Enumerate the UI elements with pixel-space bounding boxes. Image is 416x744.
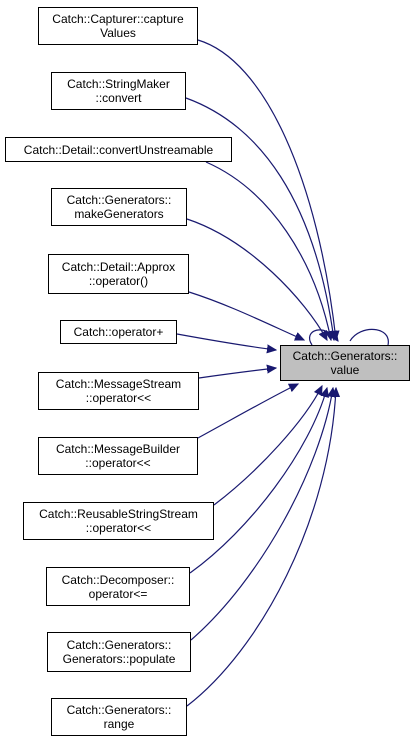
call-edge-0 xyxy=(197,39,336,340)
call-edge-2 xyxy=(205,161,331,340)
node-label-line-2: value xyxy=(330,363,360,377)
call-edge-6 xyxy=(198,368,276,379)
node-label-line-1: Catch::MessageBuilder xyxy=(55,442,181,456)
node-label-line-1: Catch::Detail::convertUnstreamable xyxy=(23,142,214,157)
node-label-line-2: ::operator<< xyxy=(85,521,152,535)
call-edge-7 xyxy=(197,383,298,439)
node-label-line-1: Catch::Generators:: xyxy=(66,638,172,652)
node-detail-approx-operator-call[interactable]: Catch::Detail::Approx ::operator() xyxy=(48,254,189,294)
node-label-line-1: Catch::Capturer::capture xyxy=(52,12,184,26)
node-messagestream-operator-shift[interactable]: Catch::MessageStream ::operator<< xyxy=(38,372,199,410)
node-label-line-2: ::convert xyxy=(95,91,142,105)
node-messagebuilder-operator-shift[interactable]: Catch::MessageBuilder ::operator<< xyxy=(38,437,198,475)
node-label-line-2: ::operator() xyxy=(88,274,149,288)
node-label-line-1: Catch::Decomposer:: xyxy=(61,572,175,587)
node-label-line-2: ::operator<< xyxy=(85,456,151,470)
node-label-line-2: range xyxy=(103,717,135,731)
node-capturer-capture-values[interactable]: Catch::Capturer::capture Values xyxy=(38,7,198,45)
node-generators-populate[interactable]: Catch::Generators:: Generators::populate xyxy=(47,632,191,672)
node-label-line-2: Generators::populate xyxy=(62,652,176,666)
call-edge-9 xyxy=(189,388,327,574)
self-loop-edge-left xyxy=(309,329,338,346)
node-label-line-1: Catch::Generators:: xyxy=(66,193,172,207)
node-decomposer-operator-le[interactable]: Catch::Decomposer:: operator<= xyxy=(46,567,190,606)
node-label-line-2: Values xyxy=(100,26,136,40)
call-edge-1 xyxy=(185,97,334,340)
node-generators-range[interactable]: Catch::Generators:: range xyxy=(51,698,187,736)
call-edge-11 xyxy=(186,388,336,707)
node-label-line-2: ::operator<< xyxy=(85,391,152,405)
node-stringmaker-convert[interactable]: Catch::StringMaker ::convert xyxy=(51,72,186,110)
node-label-line-2: makeGenerators xyxy=(74,207,164,221)
call-edge-4 xyxy=(188,291,304,341)
self-loop-edge-right xyxy=(349,328,389,346)
node-detail-convert-unstreamable[interactable]: Catch::Detail::convertUnstreamable xyxy=(5,137,232,162)
node-label-line-1: Catch::operator+ xyxy=(73,325,164,339)
node-operator-plus[interactable]: Catch::operator+ xyxy=(60,320,177,344)
call-edge-3 xyxy=(186,218,327,340)
node-label-line-1: Catch::Generators:: xyxy=(292,349,398,363)
node-generators-value[interactable]: Catch::Generators:: value xyxy=(280,345,410,381)
node-label-line-1: Catch::MessageStream xyxy=(55,377,182,391)
node-label-line-1: Catch::Detail::Approx xyxy=(61,260,176,274)
node-label-line-1: Catch::StringMaker xyxy=(67,77,170,91)
call-edge-5 xyxy=(176,333,276,350)
call-edge-10 xyxy=(190,388,333,641)
node-generators-make-generators[interactable]: Catch::Generators:: makeGenerators xyxy=(51,188,187,226)
node-label-line-1: Catch::ReusableStringStream xyxy=(39,507,198,521)
node-reusablestringstream-operator-shift[interactable]: Catch::ReusableStringStream ::operator<< xyxy=(23,502,214,540)
node-label-line-1: Catch::Generators:: xyxy=(66,703,172,717)
call-edge-8 xyxy=(213,386,322,506)
node-label-line-2: operator<= xyxy=(88,586,148,601)
